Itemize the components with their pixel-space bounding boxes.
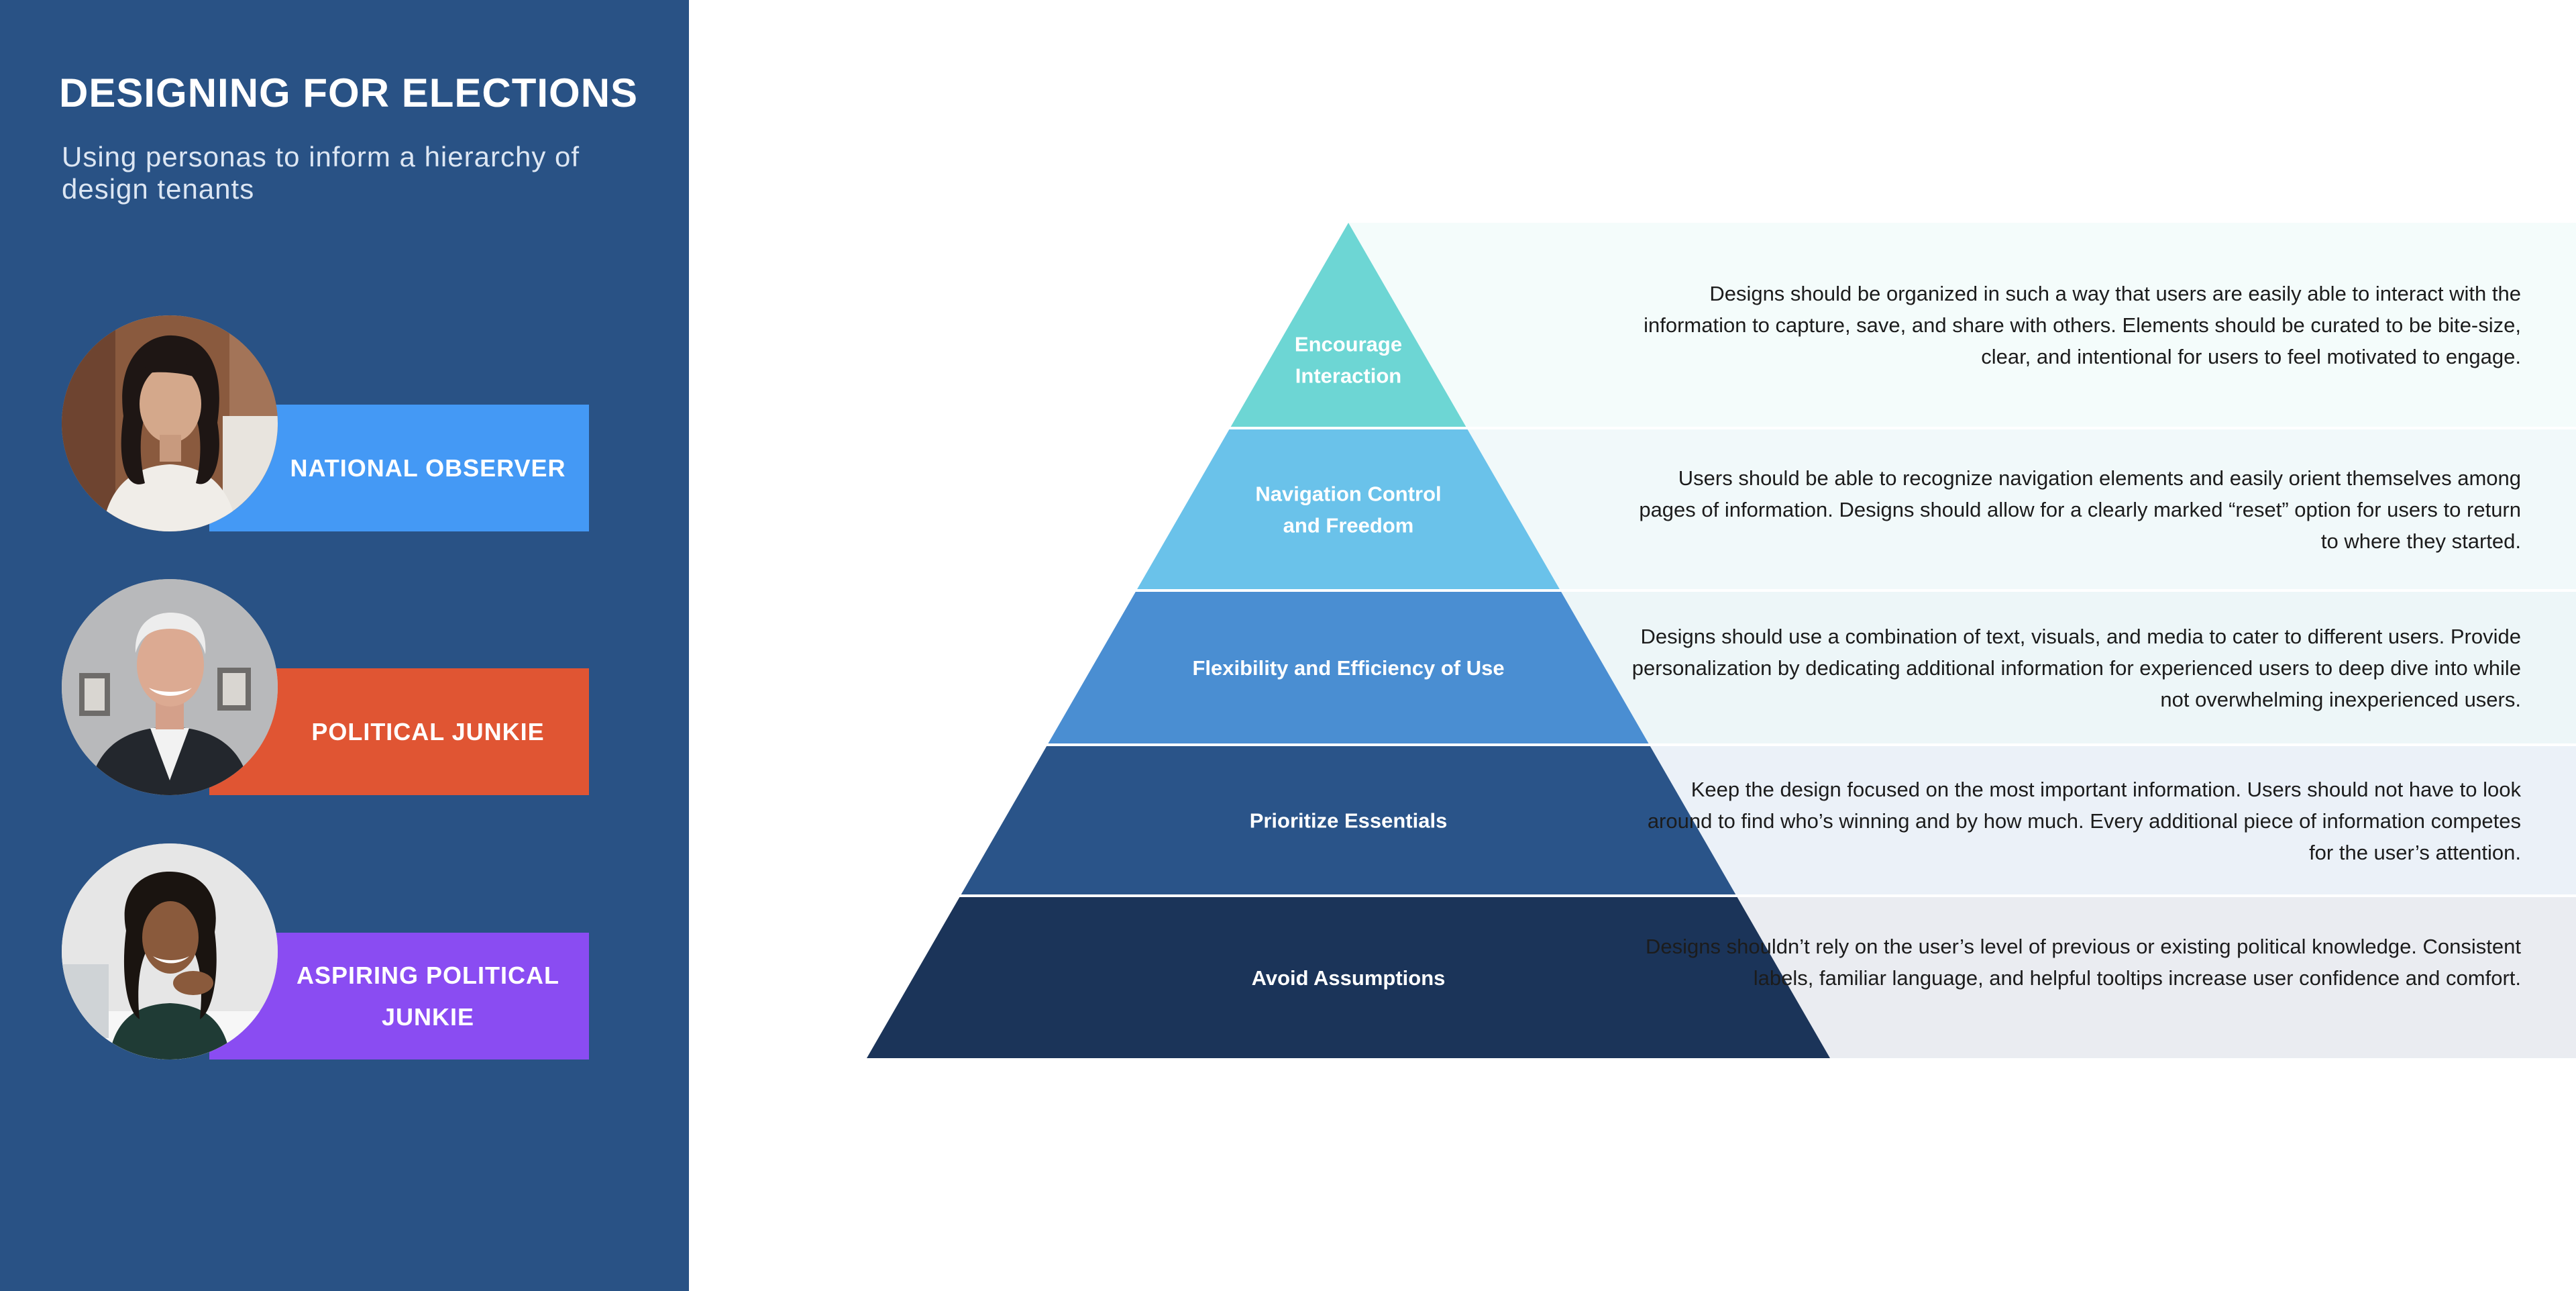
tier-description: Designs shouldn’t rely on the user’s lev… bbox=[1646, 935, 2521, 990]
pyramid-tier bbox=[867, 897, 1830, 1058]
pyramid-tier bbox=[1137, 429, 1560, 589]
tier-description: Keep the design focused on the most impo… bbox=[1647, 777, 2521, 864]
tier-description: Designs should use a combination of text… bbox=[1631, 625, 2521, 711]
tier-label: Avoid Assumptions bbox=[1252, 966, 1446, 990]
tier-label: Flexibility and Efficiency of Use bbox=[1192, 656, 1504, 680]
persona-political-junkie: POLITICAL JUNKIE bbox=[62, 579, 589, 795]
pyramid-tier bbox=[1048, 592, 1649, 743]
page-title: DESIGNING FOR ELECTIONS bbox=[59, 70, 639, 115]
tier-label: Prioritize Essentials bbox=[1250, 809, 1448, 833]
persona-avatar bbox=[62, 579, 278, 795]
tier-band bbox=[1348, 429, 2576, 589]
persona-label-bar: ASPIRING POLITICAL JUNKIE bbox=[209, 933, 589, 1060]
persona-aspiring-political-junkie: ASPIRING POLITICAL JUNKIE bbox=[62, 843, 589, 1060]
persona-label: NATIONAL OBSERVER bbox=[290, 454, 566, 482]
persona-label: POLITICAL JUNKIE bbox=[311, 717, 545, 745]
pyramid-tier bbox=[1230, 223, 1466, 427]
tier-band bbox=[1348, 223, 2576, 427]
persona-national-observer: NATIONAL OBSERVER bbox=[62, 315, 589, 531]
sidebar-panel: DESIGNING FOR ELECTIONS Using personas t… bbox=[0, 0, 689, 1291]
persona-label: ASPIRING POLITICAL JUNKIE bbox=[296, 961, 559, 1031]
tier-description: Users should be able to recognize naviga… bbox=[1639, 466, 2521, 553]
tier-description: Designs should be organized in such a wa… bbox=[1644, 282, 2521, 368]
page-subtitle: Using personas to inform a hierarchy of … bbox=[62, 141, 580, 205]
pyramid-tier bbox=[961, 746, 1736, 894]
